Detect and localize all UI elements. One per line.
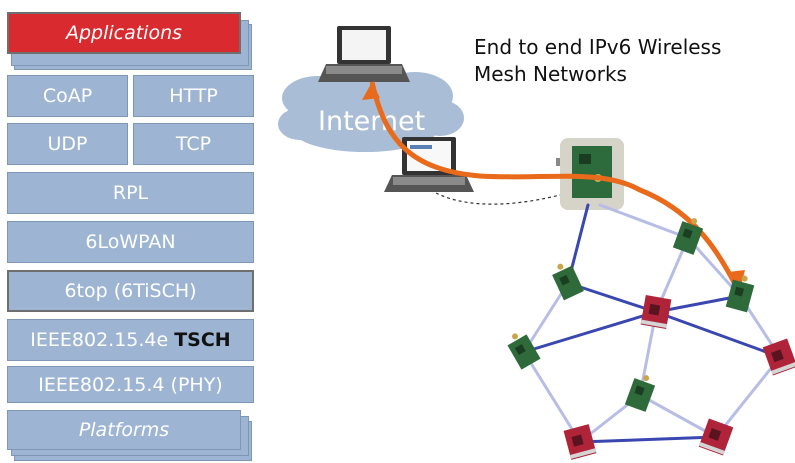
sensor-node-green [725,275,755,313]
laptop-icon [318,26,410,82]
coap-layer: CoAP [7,75,128,117]
usb-cable [435,192,561,205]
sensor-node-green [507,333,541,370]
internet-label: Internet [318,106,425,137]
title-line-1: End to end IPv6 Wireless [474,35,722,59]
udp-layer: UDP [7,123,128,165]
ieee-mac-layer: IEEE802.15.4e TSCH [7,319,254,361]
sensor-node-green [552,263,584,301]
gateway-device [556,138,624,210]
sensor-node-red [563,424,597,460]
sensor-node-green [624,375,656,412]
tsch-label: TSCH [174,329,231,351]
rpl-layer: RPL [7,172,254,214]
arrow-head-up [362,82,380,100]
http-layer: HTTP [133,75,254,117]
applications-layer: Applications [7,12,241,54]
laptop-icon [384,137,474,192]
sensor-node-green [672,218,704,255]
ieee-phy-layer: IEEE802.15.4 (PHY) [7,366,254,403]
sixlowpan-layer: 6LoWPAN [7,221,254,263]
ieee-mac-label: IEEE802.15.4e [30,329,169,351]
sensor-node-red [698,418,734,456]
tcp-layer: TCP [133,123,254,165]
sensor-node-red [762,338,795,376]
sensor-node-red [640,294,672,330]
sixtop-layer: 6top (6TiSCH) [7,270,254,312]
diagram-title: End to end IPv6 Wireless Mesh Networks [474,34,721,88]
platforms-layer: Platforms [7,410,241,450]
title-line-2: Mesh Networks [474,62,627,86]
